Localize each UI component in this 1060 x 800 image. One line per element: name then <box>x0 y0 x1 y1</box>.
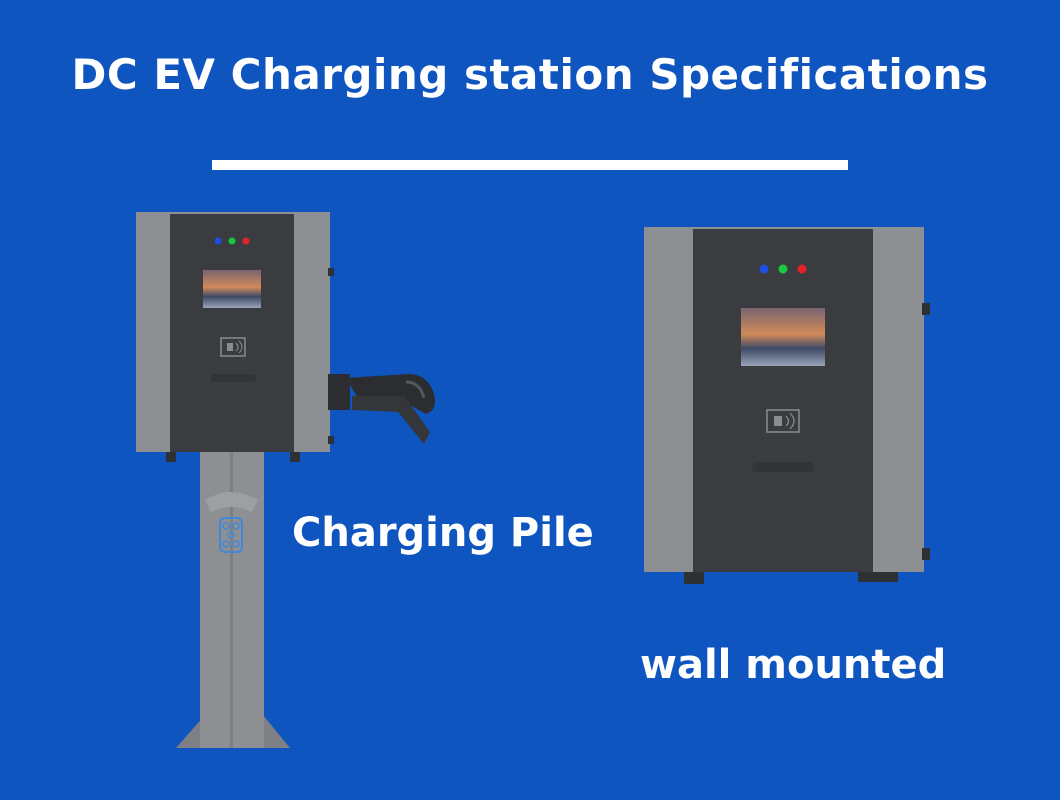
rfid-card-icon <box>220 337 246 357</box>
led-red-icon <box>242 237 250 245</box>
led-red-icon <box>797 264 807 274</box>
wall-mounted-label: wall mounted <box>640 642 947 688</box>
led-blue-icon <box>214 237 222 245</box>
charging-pile <box>136 212 435 748</box>
led-green-icon <box>228 237 236 245</box>
screen-display-icon <box>203 270 261 308</box>
led-blue-icon <box>759 264 769 274</box>
screen-display-icon <box>741 308 825 366</box>
led-green-icon <box>778 264 788 274</box>
charging-socket-icon <box>205 492 258 553</box>
title-divider <box>212 160 848 170</box>
wall-mounted-charger <box>644 227 930 584</box>
pile-front-panel <box>170 214 294 452</box>
rfid-card-icon <box>766 409 800 433</box>
wall-front-panel <box>693 229 873 572</box>
charging-connector-icon <box>328 374 435 444</box>
page-title: DC EV Charging station Specifications <box>71 50 989 99</box>
charging-pile-label: Charging Pile <box>292 510 594 556</box>
